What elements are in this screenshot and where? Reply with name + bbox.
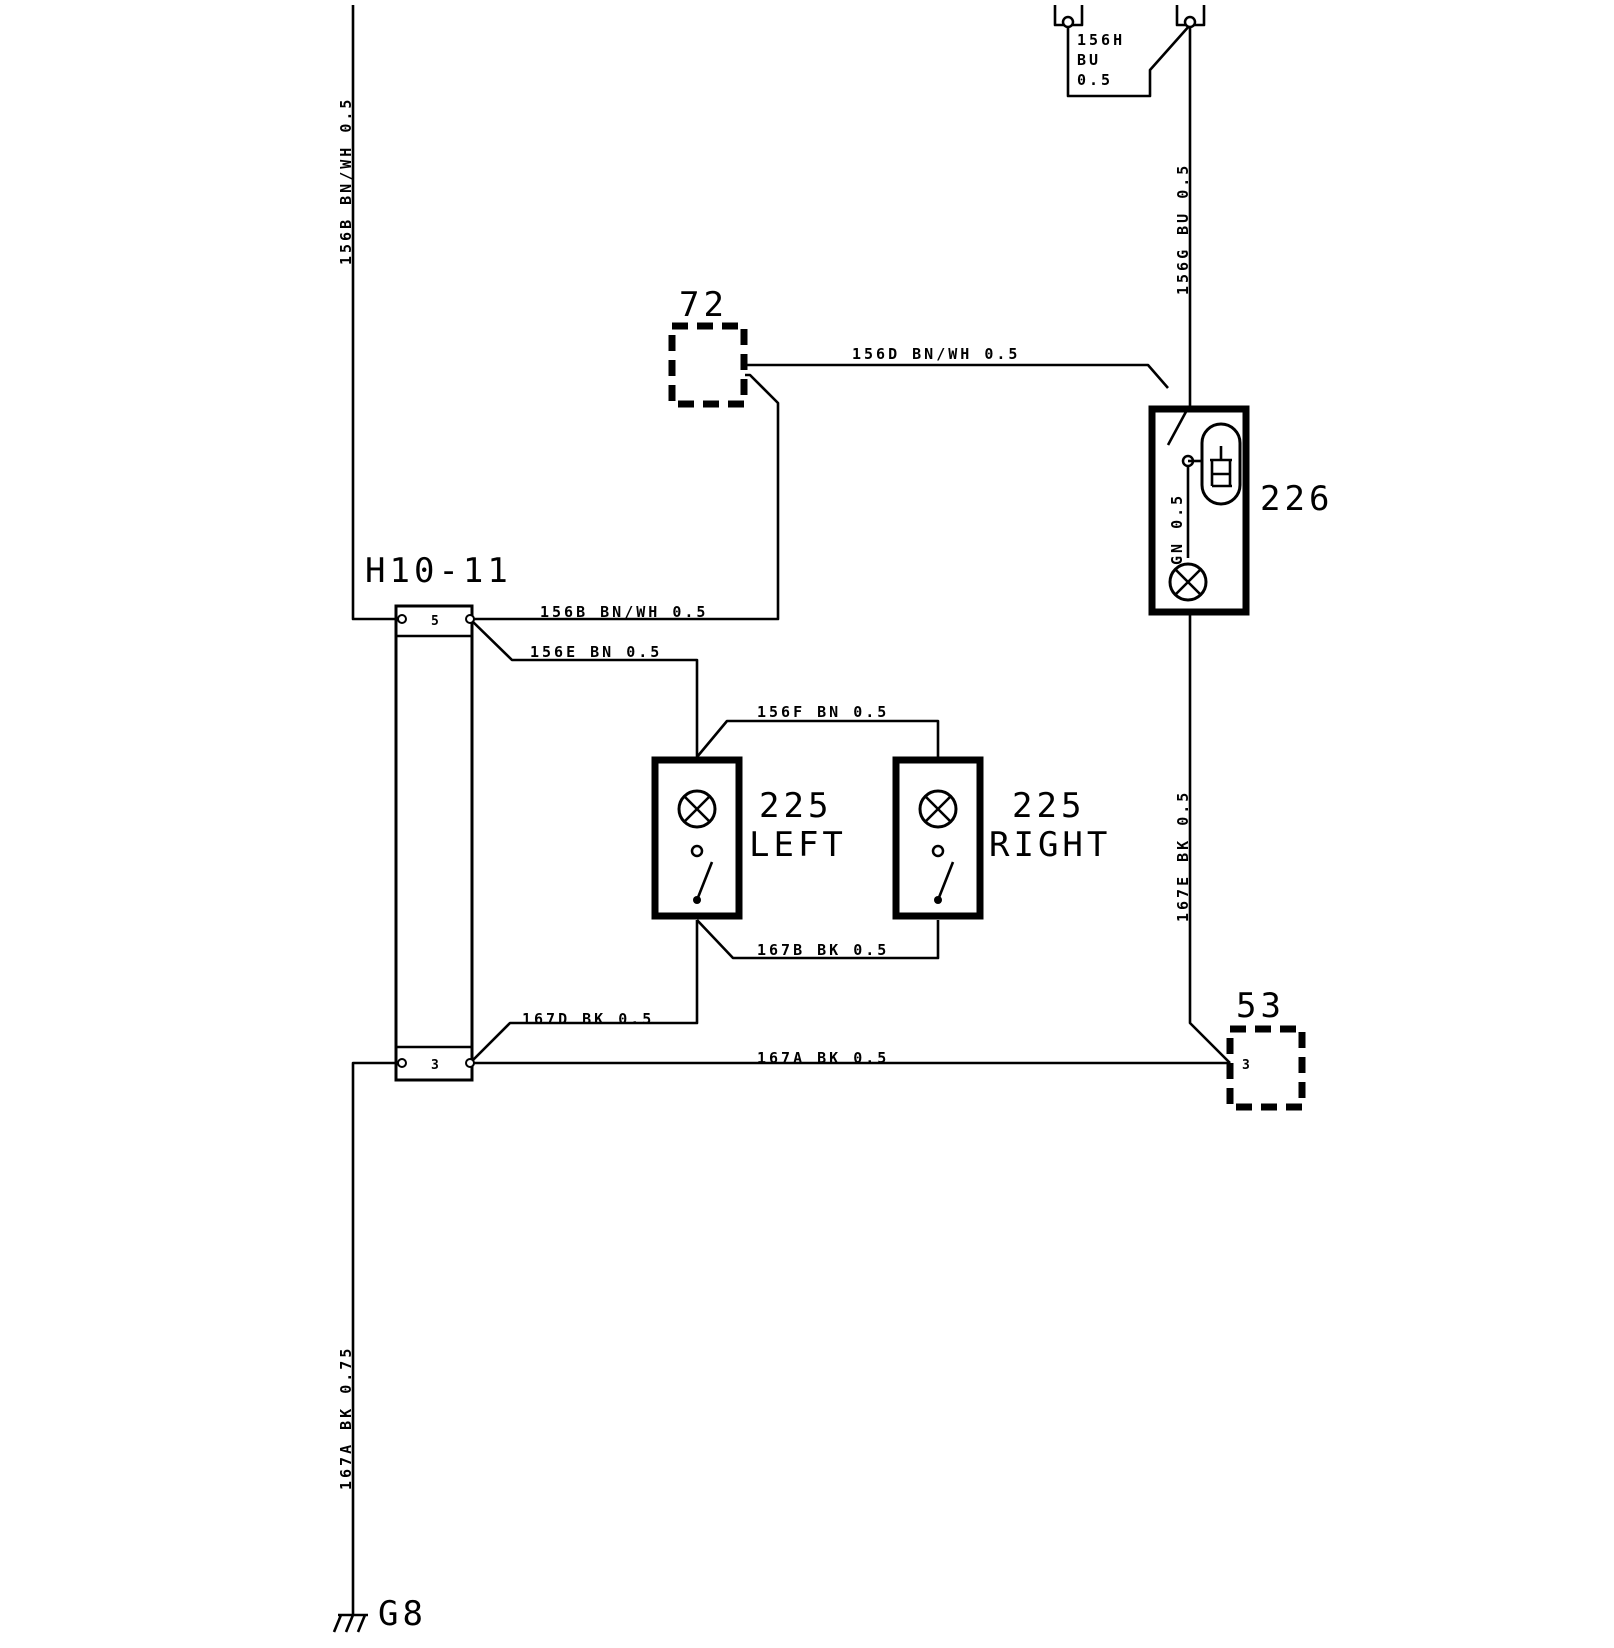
wire-label-156d: 156D BN/WH 0.5	[852, 345, 1020, 363]
wire-167d	[469, 920, 699, 1064]
label-226: 226	[1260, 479, 1333, 519]
component-53	[1226, 1025, 1306, 1111]
lamp-icon	[1168, 562, 1208, 602]
wire-156b-top	[470, 373, 780, 621]
lamp-icon	[918, 789, 958, 829]
wire-label-167b: 167B BK 0.5	[757, 941, 889, 959]
label-h10-11: H10-11	[365, 551, 512, 591]
wire-label-156h-line3: 0.5	[1077, 71, 1113, 89]
pin-label-53-3: 3	[1242, 1058, 1250, 1073]
label-225-left-number: 225	[759, 786, 832, 826]
wire-label-167a-horizontal: 167A BK 0.5	[757, 1049, 889, 1067]
wire-156h	[1066, 20, 1191, 98]
component-226	[1148, 405, 1250, 616]
pin-label-5: 5	[431, 614, 439, 629]
label-225-right-number: 225	[1012, 786, 1085, 826]
label-225-right-name: RIGHT	[989, 825, 1111, 865]
wire-label-156f: 156F BN 0.5	[757, 703, 889, 721]
pin-label-3: 3	[431, 1058, 439, 1073]
wire-label-156b-vertical: 156B BN/WH 0.5	[337, 97, 355, 265]
label-225-left-name: LEFT	[749, 825, 847, 865]
wire-label-167e: 167E BK 0.5	[1174, 790, 1192, 922]
seat-heater-icon	[1200, 422, 1242, 506]
label-72: 72	[679, 285, 728, 325]
wire-156e	[469, 618, 699, 757]
wires	[351, 5, 1231, 1615]
wire-label-156e: 156E BN 0.5	[530, 643, 662, 661]
wire-label-156h-line2: BU	[1077, 51, 1101, 69]
top-connector-156h	[1053, 5, 1084, 29]
wire-label-167d: 167D BK 0.5	[522, 1010, 654, 1028]
lamp-icon	[677, 789, 717, 829]
component-225-left	[651, 756, 743, 920]
wire-label-156h-line1: 156H	[1077, 31, 1125, 49]
wire-156d	[745, 363, 1169, 389]
wire-167a-vertical	[351, 1061, 402, 1615]
wire-label-156b-horizontal: 156B BN/WH 0.5	[540, 603, 708, 621]
wire-156b-left	[351, 5, 402, 621]
component-225-right	[892, 756, 984, 920]
component-72	[668, 322, 748, 408]
ground-symbol-icon	[332, 1613, 368, 1633]
label-g8: G8	[378, 1594, 427, 1634]
switch-icon	[693, 861, 714, 904]
connector-h10-11	[394, 604, 475, 1082]
top-connector-156g	[1175, 5, 1206, 29]
wire-167e	[1188, 613, 1231, 1064]
wire-label-gn: GN 0.5	[1168, 493, 1186, 565]
switch-icon	[934, 861, 955, 904]
wire-label-167a-vertical: 167A BK 0.75	[337, 1346, 355, 1490]
wire-167b	[696, 919, 940, 960]
wire-156f	[696, 719, 940, 758]
label-53: 53	[1236, 986, 1285, 1026]
wire-label-156g: 156G BU 0.5	[1174, 163, 1192, 295]
